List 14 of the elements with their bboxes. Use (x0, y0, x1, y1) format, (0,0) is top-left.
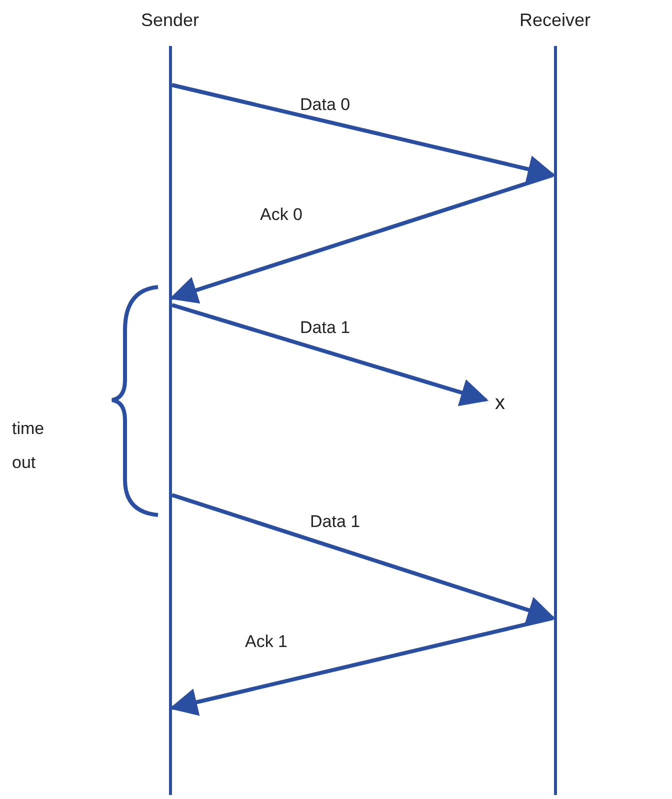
participant-label: Sender (140, 10, 200, 31)
message-label: Data 1 (300, 318, 350, 338)
message-arrow (172, 83, 556, 183)
loss-mark: x (488, 392, 512, 418)
message-label: Ack 0 (260, 205, 303, 225)
message-arrow (169, 616, 554, 716)
message-label: Data 1 (310, 512, 360, 532)
message-arrow (171, 303, 489, 406)
message-label: Data 0 (300, 95, 350, 115)
interval-label: time out (12, 418, 46, 474)
message-arrow (171, 493, 556, 624)
message-label: Ack 1 (245, 632, 288, 652)
participant-label: Receiver (518, 10, 592, 31)
message-arrow (169, 173, 554, 304)
